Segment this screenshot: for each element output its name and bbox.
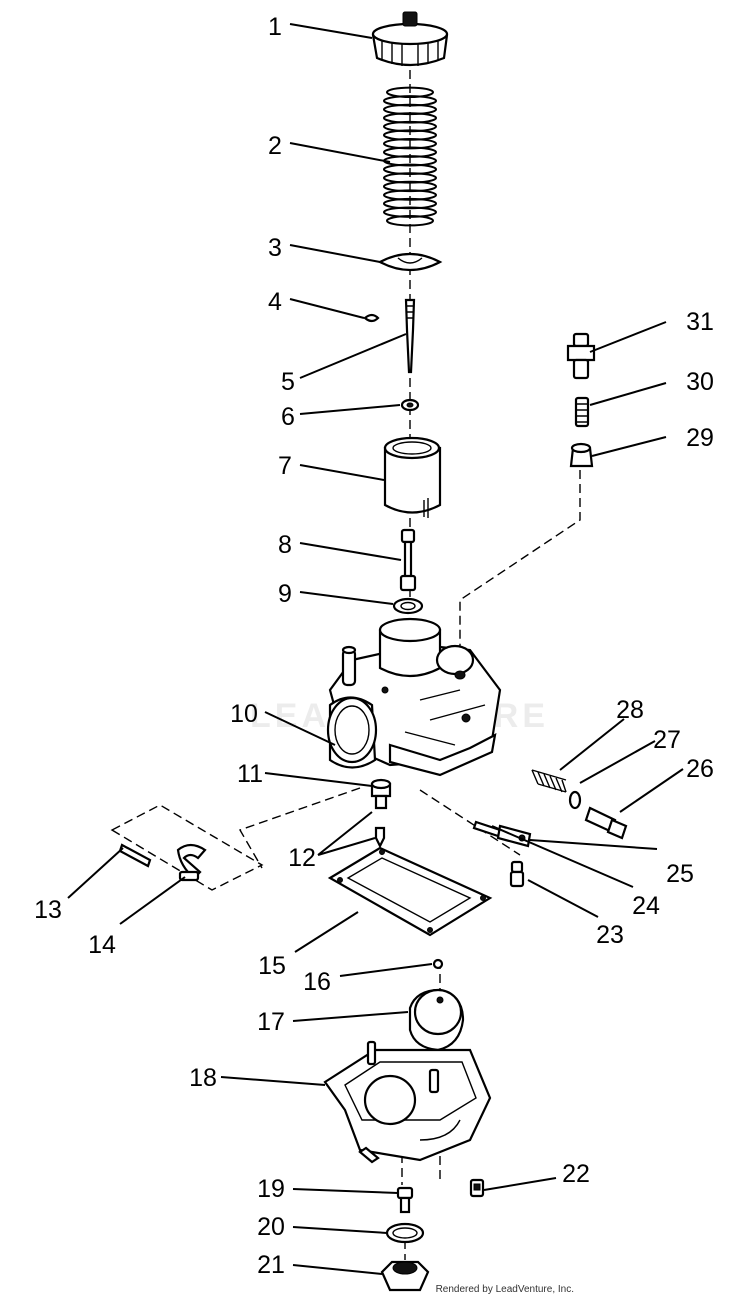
part-31-fitting bbox=[566, 332, 596, 380]
part-20-o-ring bbox=[385, 1222, 425, 1244]
part-22-screw bbox=[469, 1178, 485, 1198]
callout-6: 6 bbox=[281, 403, 295, 431]
callout-21: 21 bbox=[257, 1251, 285, 1279]
part-24-25-pilot-screw bbox=[472, 820, 532, 848]
callout-19: 19 bbox=[257, 1175, 285, 1203]
callout-29: 29 bbox=[686, 424, 714, 452]
callout-27: 27 bbox=[653, 726, 681, 754]
part-6-washer bbox=[400, 398, 420, 412]
callout-18: 18 bbox=[189, 1064, 217, 1092]
part-4-clip bbox=[363, 313, 380, 323]
callout-7: 7 bbox=[278, 452, 292, 480]
callout-17: 17 bbox=[257, 1008, 285, 1036]
part-18-float-bowl bbox=[323, 1040, 492, 1164]
callout-12: 12 bbox=[288, 844, 316, 872]
part-28-spring bbox=[531, 769, 567, 793]
callout-14: 14 bbox=[88, 931, 116, 959]
callout-28: 28 bbox=[616, 696, 644, 724]
callout-30: 30 bbox=[686, 368, 714, 396]
callout-2: 2 bbox=[268, 132, 282, 160]
callout-8: 8 bbox=[278, 531, 292, 559]
part-23-jet bbox=[509, 860, 525, 888]
part-30-spring bbox=[574, 396, 590, 428]
render-credit: Rendered by LeadVenture, Inc. bbox=[435, 1284, 574, 1295]
part-11-jet bbox=[370, 778, 392, 810]
callout-26: 26 bbox=[686, 755, 714, 783]
callout-11: 11 bbox=[237, 760, 263, 788]
callout-22: 22 bbox=[562, 1160, 590, 1188]
part-27-washer bbox=[568, 790, 582, 810]
part-17-float bbox=[408, 988, 465, 1052]
part-5-needle bbox=[404, 298, 416, 374]
part-21-plug bbox=[380, 1260, 430, 1292]
part-1-cap bbox=[371, 11, 449, 67]
callout-13: 13 bbox=[34, 896, 62, 924]
part-7-throttle-slide bbox=[383, 436, 442, 518]
pilot-screw-guide-line bbox=[459, 470, 581, 670]
part-3-plate bbox=[377, 252, 443, 272]
callout-16: 16 bbox=[303, 968, 331, 996]
part-15-gasket bbox=[327, 846, 493, 937]
float-guide-line bbox=[419, 789, 521, 856]
callout-3: 3 bbox=[268, 234, 282, 262]
callout-1: 1 bbox=[268, 13, 282, 41]
leader-lines bbox=[67, 23, 684, 1275]
part-9-o-ring bbox=[392, 597, 424, 615]
part-12-needle-valve bbox=[374, 826, 386, 849]
part-13-14-bracket bbox=[110, 804, 264, 891]
part-19-drain-screw bbox=[396, 1186, 414, 1214]
callout-15: 15 bbox=[258, 952, 286, 980]
callout-5: 5 bbox=[281, 368, 295, 396]
spring-coil bbox=[386, 215, 434, 227]
part-29-cap bbox=[569, 442, 594, 468]
callout-20: 20 bbox=[257, 1213, 285, 1241]
carburetor-body bbox=[326, 617, 502, 777]
callout-25: 25 bbox=[666, 860, 694, 888]
callout-31: 31 bbox=[686, 308, 714, 336]
part-16-ball bbox=[432, 958, 444, 970]
callout-10: 10 bbox=[230, 700, 258, 728]
callout-4: 4 bbox=[268, 288, 282, 316]
callout-9: 9 bbox=[278, 580, 292, 608]
callout-23: 23 bbox=[596, 921, 624, 949]
part-26-idle-screw bbox=[584, 806, 628, 840]
callout-labels: 1 2 3 4 5 6 7 8 9 10 11 12 13 14 15 16 1… bbox=[34, 13, 714, 1279]
callout-24: 24 bbox=[632, 892, 660, 920]
fuel-line-guide bbox=[238, 787, 361, 869]
part-8-screw bbox=[399, 528, 417, 592]
